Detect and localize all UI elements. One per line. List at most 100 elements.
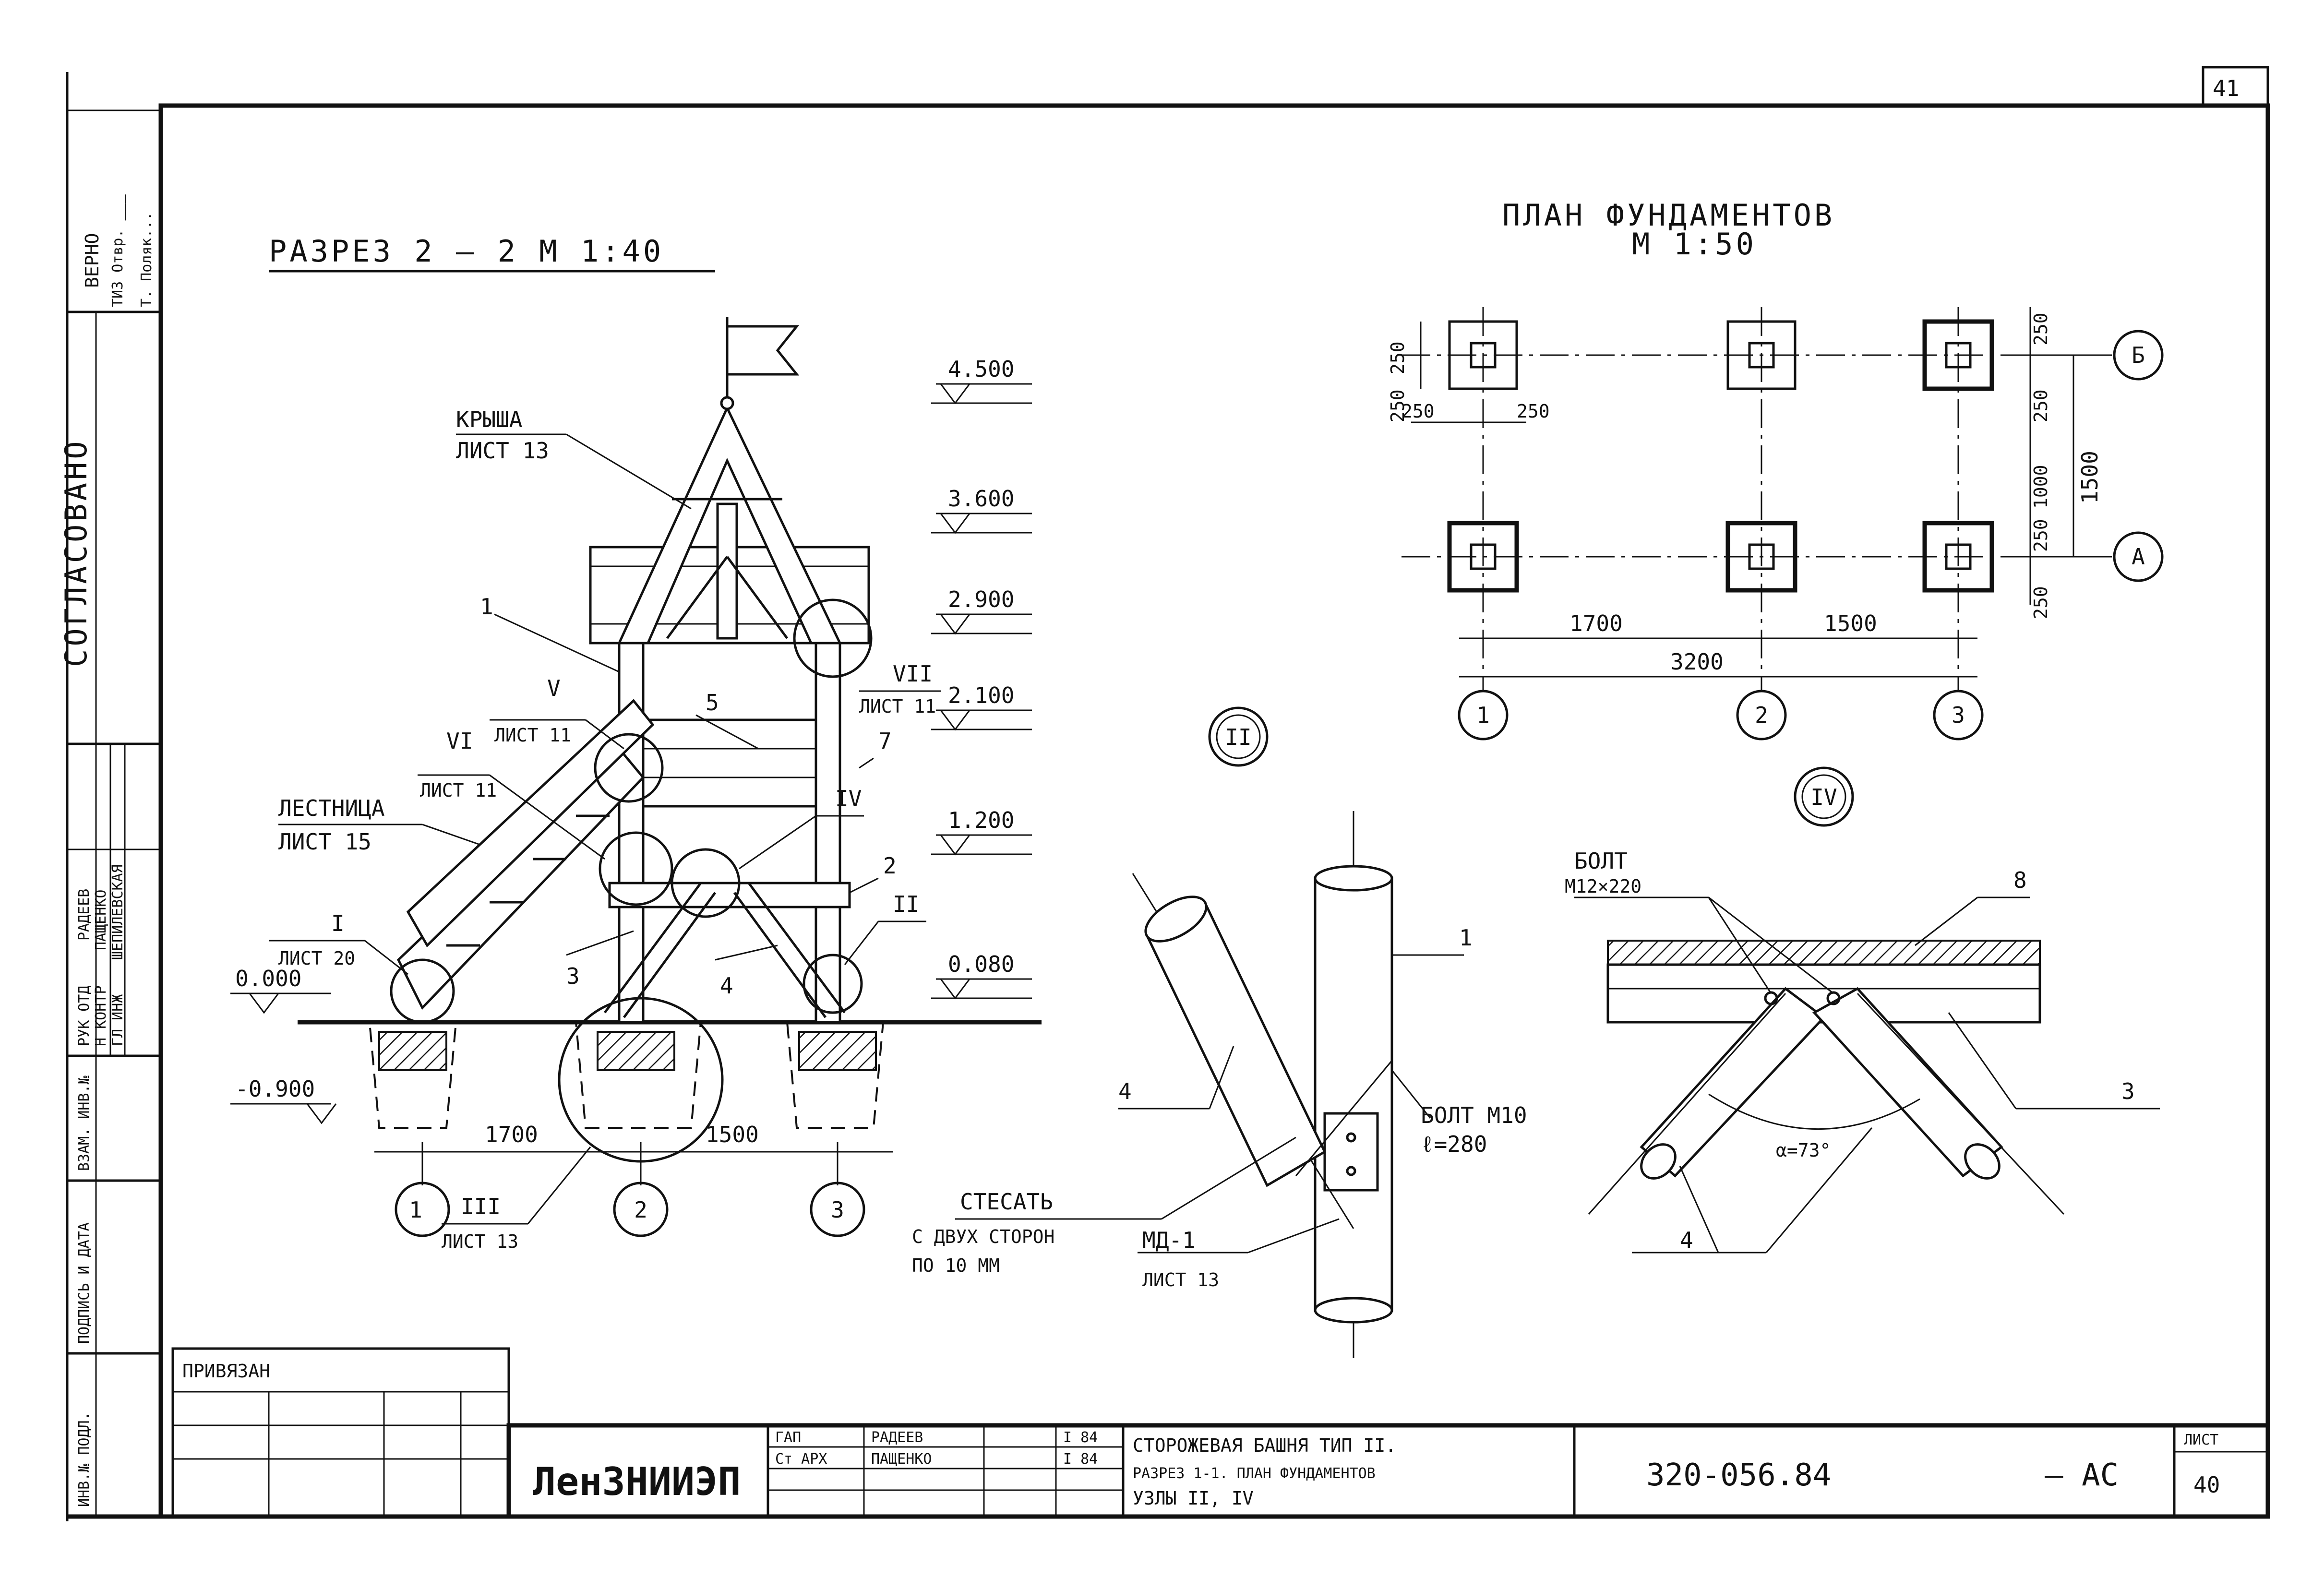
tb-sheet-num: 40 — [2193, 1472, 2220, 1498]
stair-label: ЛЕСТНИЦА — [278, 795, 385, 821]
tb-name-2: ПАЩЕНКО — [871, 1451, 932, 1468]
section-mark-5: 5 — [706, 690, 719, 716]
plan-axis-b: Б — [2132, 342, 2145, 368]
callout-iv-num: IV — [835, 786, 862, 812]
section-axis-1: 1 — [409, 1197, 422, 1223]
level-2900: 2.900 — [948, 586, 1014, 612]
sheet-corner-number: 41 — [2213, 75, 2239, 101]
bound-label: ПРИВЯЗАН — [182, 1361, 270, 1382]
callout-vii-num: VII — [893, 661, 933, 687]
plan-dim-right-3: 1000 — [2030, 465, 2051, 509]
stamp-line3: Т. Поляк... — [138, 212, 155, 307]
plan-dim-right-1: 250 — [2030, 312, 2051, 346]
stairs — [396, 699, 655, 1010]
node4-circle-outer — [1794, 766, 1854, 827]
plan-axis-a: А — [2132, 544, 2145, 570]
node4-mark-4: 4 — [1680, 1227, 1693, 1253]
node2-bolt: БОЛТ М10 — [1421, 1102, 1527, 1128]
stamp-line1: ВЕРНО — [82, 233, 103, 288]
node2-circle-inner — [1216, 714, 1261, 759]
strip-role-3: ГЛ ИНЖ — [109, 994, 126, 1046]
level-3600: 3.600 — [948, 486, 1014, 512]
plan-axis-1: 1 — [1476, 702, 1490, 728]
tb-role-2: Ст АРХ — [775, 1451, 827, 1468]
section-title: РАЗРЕЗ 2 – 2 М 1:40 — [269, 234, 664, 269]
section-marks — [494, 613, 879, 961]
plan-dim-3200: 3200 — [1670, 649, 1724, 675]
tb-desc-1: СТОРОЖЕВАЯ БАШНЯ ТИП II. — [1133, 1435, 1396, 1456]
node4-bolt-size: М12×220 — [1565, 876, 1641, 897]
stamp-line2: ТИЗ Отвр. ___ — [109, 194, 126, 307]
tb-date-2: I 84 — [1063, 1451, 1098, 1468]
node4-circle-inner — [1801, 774, 1846, 819]
callout-vii-ref: ЛИСТ 11 — [859, 696, 936, 717]
plan-dim-right-4: 250 — [2030, 519, 2051, 552]
plan-axis-2: 2 — [1755, 702, 1768, 728]
node2-md: МД-1 — [1142, 1227, 1196, 1253]
plan-dim-top-1: 250 — [1387, 341, 1408, 374]
callout-v-num: V — [547, 675, 561, 701]
agreed-label: СОГЛАСОВАНО — [59, 438, 94, 667]
tb-desc-2: РАЗРЕЗ 1-1. ПЛАН ФУНДАМЕНТОВ — [1133, 1465, 1376, 1482]
strip-field-1: ВЗАМ. ИНВ.№ — [76, 1075, 93, 1171]
plan-dim-top-2: 250 — [1387, 389, 1408, 422]
stair-ref: ЛИСТ 15 — [278, 829, 371, 855]
section-mark-1: 1 — [480, 594, 493, 620]
sheet-frame — [66, 66, 2270, 1521]
tb-code: 320-056.84 — [1646, 1458, 1831, 1493]
level-2100: 2.100 — [948, 682, 1014, 708]
strip-field-2: ПОДПИСЬ И ДАТА — [76, 1222, 93, 1344]
section-mark-4: 4 — [720, 973, 733, 999]
node4-num: IV — [1810, 784, 1837, 810]
strip-name-1: РАДЕЕВ — [76, 889, 93, 941]
callout-iii-num: III — [461, 1194, 501, 1219]
node2-circle-outer — [1208, 706, 1269, 767]
plan-dims — [1411, 307, 2164, 741]
tb-desc-3: УЗЛЫ II, IV — [1133, 1488, 1254, 1509]
callout-vi-num: VI — [446, 728, 473, 754]
tb-code-suffix: – АС — [2045, 1458, 2119, 1493]
section-dims — [374, 1142, 893, 1237]
plan-title: ПЛАН ФУНДАМЕНТОВ — [1502, 198, 1835, 233]
node4-mark-3: 3 — [2121, 1078, 2135, 1104]
plan-dim-1500: 1500 — [1824, 610, 1877, 636]
strip-role-1: РУК ОТД — [76, 986, 93, 1046]
plan-dim-1700: 1700 — [1569, 610, 1623, 636]
plan-dim-top-3: 250 — [1402, 401, 1435, 422]
callout-iii-ref: ЛИСТ 13 — [442, 1231, 518, 1252]
callout-vi-ref: ЛИСТ 11 — [420, 780, 497, 801]
node2-cut-2: С ДВУХ СТОРОН — [912, 1226, 1054, 1247]
section-axis-3: 3 — [831, 1197, 844, 1223]
plan-grid — [1402, 307, 2112, 691]
node2-cut-3: ПО 10 ММ — [912, 1255, 1000, 1276]
strip-field-3: ИНВ.№ ПОДЛ. — [76, 1411, 93, 1507]
level-0000: 0.000 — [235, 966, 301, 992]
strip-role-2: Н КОНТР — [93, 986, 109, 1046]
tb-name-1: РАДЕЕВ — [871, 1429, 923, 1446]
plan-axis-3: 3 — [1952, 702, 1965, 728]
tb-sheet-label: ЛИСТ — [2184, 1432, 2218, 1448]
left-strip — [66, 109, 162, 1517]
roof-ref: ЛИСТ 13 — [456, 438, 549, 464]
org-name: ЛенЗНИИЭП — [533, 1459, 741, 1504]
section-mark-7: 7 — [878, 728, 892, 754]
section-dim-1500: 1500 — [706, 1122, 759, 1147]
plan-scale: М 1:50 — [1632, 227, 1757, 262]
plan-dim-right-5: 250 — [2030, 586, 2051, 619]
callout-v-ref: ЛИСТ 11 — [494, 725, 571, 746]
node2-bolt-length: ℓ=280 — [1421, 1131, 1487, 1157]
node2-mark-1: 1 — [1459, 925, 1473, 951]
node2-drawing — [955, 811, 1464, 1358]
callout-i-num: I — [331, 910, 345, 936]
foundations-section — [368, 1021, 885, 1129]
plan-dim-right-6: 1500 — [2077, 451, 2103, 504]
strip-name-3: ШЕПИЛЕВСКАЯ — [109, 864, 126, 960]
section-mark-3: 3 — [566, 963, 580, 989]
elevation-markers — [230, 383, 1032, 1124]
level-1200: 1.200 — [948, 807, 1014, 833]
callout-ii-num: II — [893, 891, 919, 917]
level-0080: 0.080 — [948, 951, 1014, 977]
roof-label: КРЫША — [456, 406, 522, 432]
